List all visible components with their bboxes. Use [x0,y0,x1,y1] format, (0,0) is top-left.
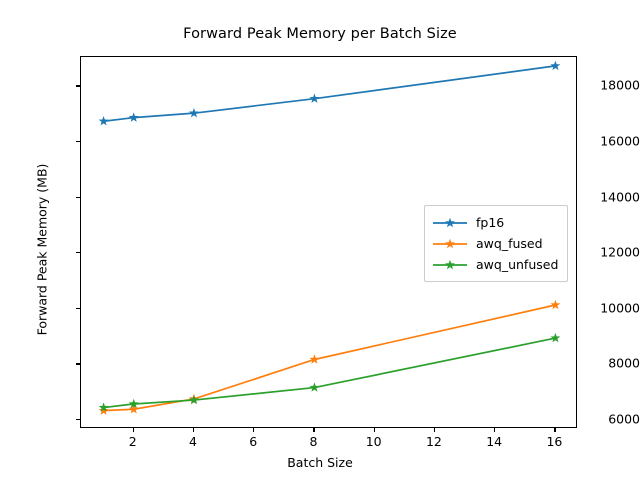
legend-item-fp16[interactable]: fp16 [432,212,558,233]
data-point-marker [550,299,561,310]
chart-title: Forward Peak Memory per Batch Size [183,26,457,42]
y-tick-label: 10000 [600,300,640,316]
x-tick-mark [313,428,315,432]
series-line [103,337,556,409]
data-point-marker [309,382,320,392]
x-tick-mark [373,428,375,432]
y-tick-mark [76,363,80,365]
y-tick-label: 8000 [608,355,640,371]
y-tick-label: 18000 [600,77,640,93]
legend-item-awq_unfused[interactable]: awq_unfused [432,254,558,275]
data-point-marker [128,112,139,122]
y-tick-mark [76,419,80,421]
legend-swatch [433,217,467,227]
x-tick-mark [494,428,496,432]
y-tick-mark [76,252,80,254]
data-point-marker [309,354,320,364]
data-point-marker [128,398,139,409]
y-tick-mark [76,196,80,198]
x-tick-mark [132,428,134,432]
x-axis-label: Batch Size [287,455,353,470]
data-point-marker [98,405,109,415]
x-tick-label: 10 [365,434,382,449]
data-point-marker [189,107,199,118]
y-tick-mark [76,141,80,143]
y-axis-label: Forward Peak Memory (MB) [34,163,50,336]
data-point-marker [98,402,109,412]
x-tick-label: 8 [309,434,318,449]
legend-label: fp16 [476,215,505,230]
series-awq_fused [98,299,561,415]
legend-swatch [433,259,467,269]
y-tick-label: 14000 [600,189,640,205]
legend: fp16 awq_fused awq_unfused [424,205,569,282]
data-point-marker [98,116,109,126]
data-point-marker [189,394,199,405]
y-tick-label: 12000 [600,244,640,260]
data-point-marker [550,60,561,71]
x-tick-label: 12 [425,434,442,449]
legend-label: awq_unfused [476,257,559,272]
x-tick-label: 4 [188,434,197,449]
x-tick-label: 14 [486,434,503,449]
series-line [103,304,556,412]
x-tick-mark [192,428,195,432]
series-awq_unfused [98,332,561,412]
legend-swatch [433,238,467,248]
x-tick-mark [253,428,255,432]
y-tick-mark [76,307,80,309]
x-tick-label: 2 [128,434,137,449]
series-canvas [98,60,561,415]
series-fp16 [98,60,561,126]
x-tick-label: 16 [546,434,563,449]
data-point-marker [309,93,320,103]
x-tick-label: 6 [249,434,258,449]
legend-item-awq_fused[interactable]: awq_fused [432,233,558,254]
series-line [103,65,556,123]
y-tick-mark [76,85,80,87]
data-point-marker [128,404,139,414]
y-tick-label: 6000 [608,411,640,427]
x-tick-mark [554,428,556,432]
legend-label: awq_fused [476,236,543,251]
data-point-marker [550,332,561,343]
y-tick-label: 16000 [600,133,640,149]
x-tick-mark [433,428,436,432]
